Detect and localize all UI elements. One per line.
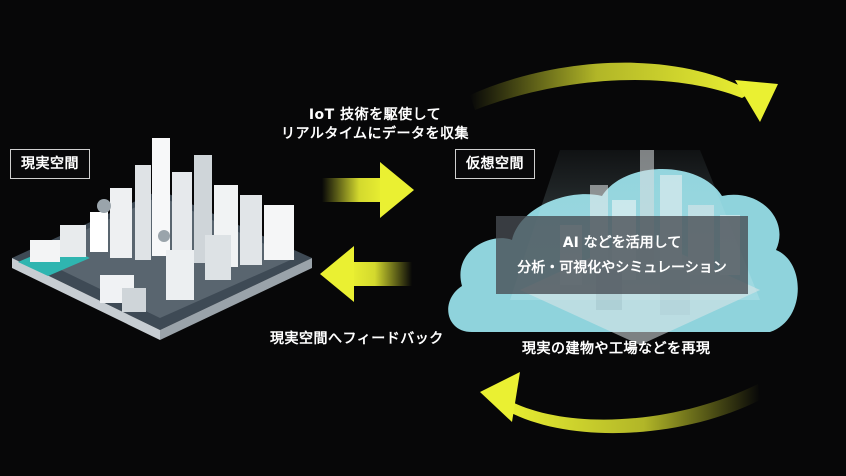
reproduce-caption: 現実の建物や工場などを再現 (522, 341, 711, 357)
virtual-space-label: 仮想空間 (455, 149, 535, 179)
iot-caption: IoT 技術を駆使して リアルタイムにデータを収集 (260, 106, 490, 144)
iot-caption-line2: リアルタイムにデータを収集 (280, 126, 470, 142)
ai-analysis-panel: AI などを活用して 分析・可視化やシミュレーション (496, 216, 748, 294)
arrow-to-real (320, 246, 412, 302)
ai-panel-line1: AI などを活用して (562, 235, 682, 251)
ai-panel-line2: 分析・可視化やシミュレーション (517, 260, 727, 276)
real-space-label: 現実空間 (10, 149, 90, 179)
iot-caption-line1: IoT 技術を駆使して (308, 107, 442, 123)
cycle-arrow-top (470, 62, 778, 122)
cycle-arrow-bottom (480, 372, 760, 434)
feedback-caption: 現実空間へフィードバック (270, 331, 444, 347)
arrow-to-virtual (322, 162, 414, 218)
real-city-illustration (12, 138, 312, 340)
